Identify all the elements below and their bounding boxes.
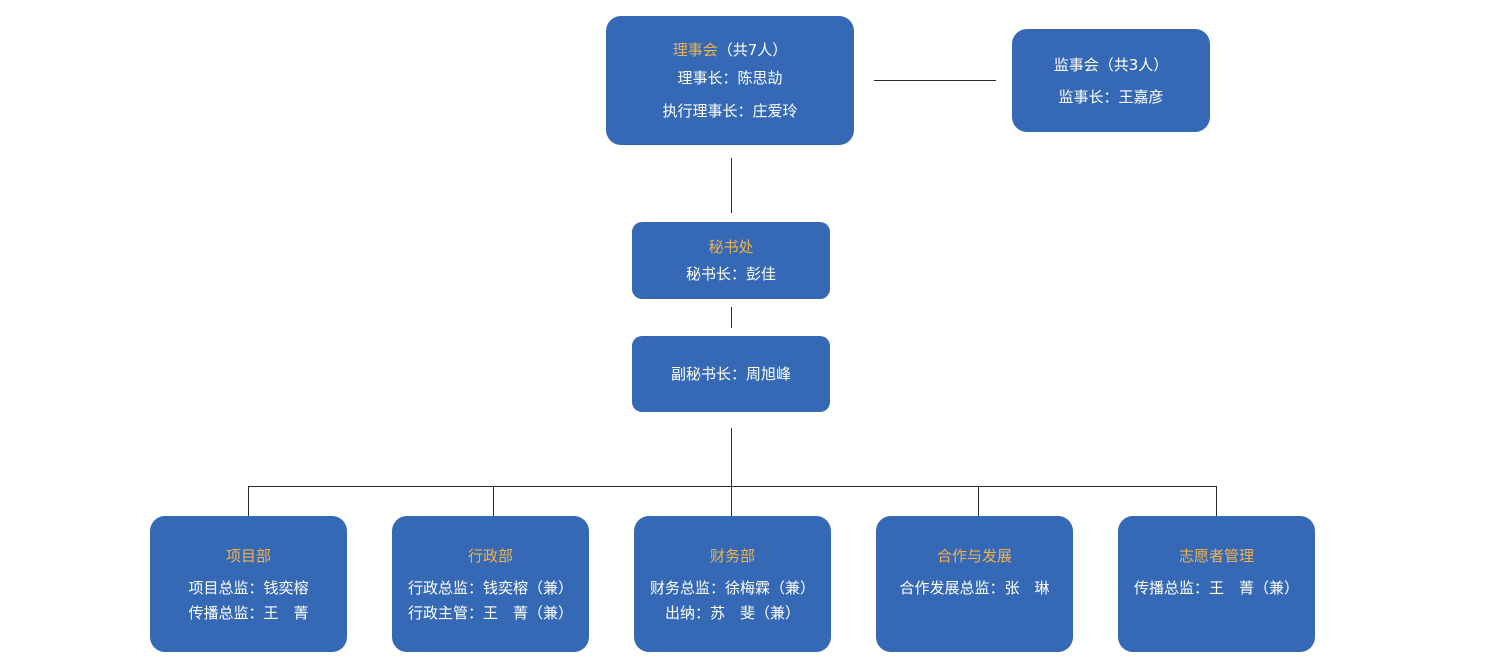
department-box-partnership: 合作与发展 合作发展总监：张 琳 <box>876 516 1073 652</box>
connector-drop-volunteers <box>1216 486 1217 516</box>
supervisors-chair: 监事长：王嘉彦 <box>1058 87 1164 106</box>
supervisors-title: 监事会（共3人） <box>1053 55 1169 74</box>
connector-deputy-trunk <box>731 428 732 516</box>
board-title-row: 理事会（共7人） <box>673 39 788 61</box>
connector-drop-administration <box>493 486 494 516</box>
board-count: （共7人） <box>717 41 788 59</box>
deputy-box: 副秘书长：周旭峰 <box>632 336 830 412</box>
department-title: 项目部 <box>225 547 271 565</box>
board-executive-chair: 执行理事长：庄爱玲 <box>662 102 798 120</box>
department-title: 志愿者管理 <box>1178 547 1254 565</box>
department-box-volunteers: 志愿者管理 传播总监：王 菁（兼） <box>1118 516 1315 652</box>
department-title: 财务部 <box>709 547 755 565</box>
connector-secretariat-deputy <box>731 307 732 328</box>
connector-board-secretariat <box>731 158 732 213</box>
secretary-general: 秘书长：彭佳 <box>685 265 776 283</box>
connector-drop-projects <box>248 486 249 516</box>
connector-drop-partnership <box>978 486 979 516</box>
department-member: 行政主管：王 菁（兼） <box>407 604 573 622</box>
department-box-finance: 财务部 财务总监：徐梅霖（兼） 出纳：苏 斐（兼） <box>634 516 831 652</box>
department-box-administration: 行政部 行政总监：钱奕榕（兼） 行政主管：王 菁（兼） <box>392 516 589 652</box>
deputy-secretary-general: 副秘书长：周旭峰 <box>670 365 791 383</box>
connector-departments-horizontal <box>248 486 1217 487</box>
department-member: 出纳：苏 斐（兼） <box>664 604 800 622</box>
connector-board-supervisors <box>874 80 996 81</box>
secretariat-box: 秘书处 秘书长：彭佳 <box>632 222 830 299</box>
board-title: 理事会 <box>672 41 718 59</box>
board-chair: 理事长：陈思劼 <box>677 69 783 87</box>
department-title: 行政部 <box>467 547 513 565</box>
department-title: 合作与发展 <box>936 547 1012 565</box>
department-member: 传播总监：王 菁 <box>188 604 309 622</box>
department-member: 项目总监：钱奕榕 <box>188 579 309 597</box>
board-box: 理事会（共7人） 理事长：陈思劼 执行理事长：庄爱玲 <box>606 16 854 145</box>
department-member: 传播总监：王 菁（兼） <box>1133 579 1299 597</box>
department-member: 行政总监：钱奕榕（兼） <box>407 579 573 597</box>
department-member: 财务总监：徐梅霖（兼） <box>649 579 815 597</box>
supervisors-box: 监事会（共3人） 监事长：王嘉彦 <box>1012 29 1210 132</box>
department-box-projects: 项目部 项目总监：钱奕榕 传播总监：王 菁 <box>150 516 347 652</box>
secretariat-title: 秘书处 <box>708 238 754 256</box>
department-member: 合作发展总监：张 琳 <box>899 579 1050 597</box>
